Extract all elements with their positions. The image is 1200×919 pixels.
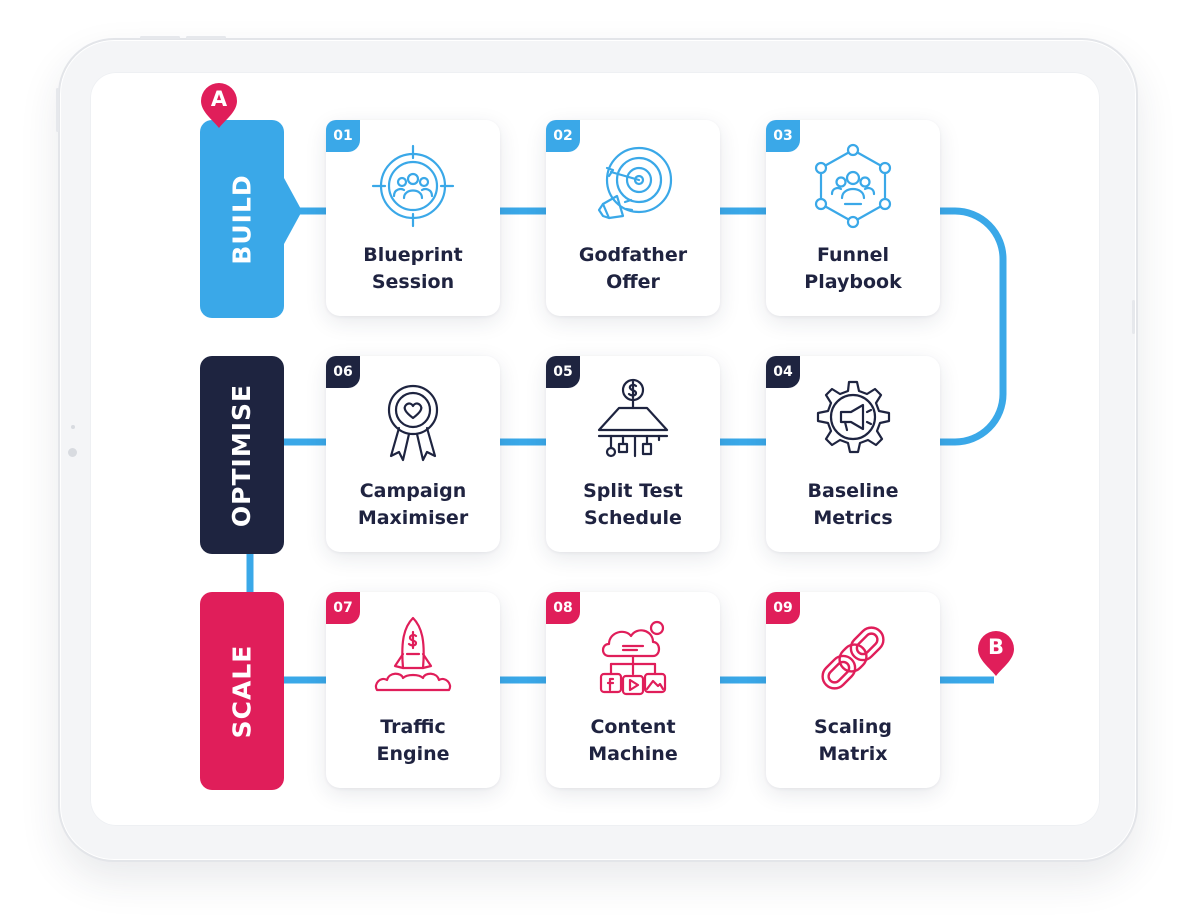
step-card-baseline-metrics: 04 Baseline Metrics xyxy=(766,356,940,552)
step-number-badge: 07 xyxy=(326,592,360,624)
step-label-line1: Blueprint xyxy=(363,244,463,266)
dollar-split-icon xyxy=(597,378,669,458)
step-label: Godfather Offer xyxy=(546,242,720,296)
step-label-line2: Session xyxy=(371,271,455,293)
gear-megaphone-icon xyxy=(816,380,891,454)
end-pin-b: B xyxy=(976,630,1016,678)
step-card-funnel-playbook: 03 Funnel Playbook xyxy=(766,120,940,316)
step-card-campaign-maximiser: 06 Campaign Maximiser xyxy=(326,356,500,552)
step-number-badge: 04 xyxy=(766,356,800,388)
step-label-line1: Traffic xyxy=(380,716,446,738)
step-label-line2: Engine xyxy=(376,743,450,765)
phase-scale-label: SCALE xyxy=(227,644,257,738)
step-label-line2: Playbook xyxy=(804,271,902,293)
tablet-sensor xyxy=(71,425,75,429)
rocket-icon xyxy=(374,616,452,692)
tablet-top-button xyxy=(186,36,226,39)
tablet-side-button xyxy=(1132,300,1135,334)
step-label: Funnel Playbook xyxy=(766,242,940,296)
step-label-line2: Machine xyxy=(588,743,678,765)
start-pin-a: A xyxy=(199,82,239,130)
target-team-icon xyxy=(371,144,455,228)
tablet-top-button xyxy=(140,36,180,39)
step-number-badge: 06 xyxy=(326,356,360,388)
step-label-line2: Matrix xyxy=(818,743,888,765)
step-label: Content Machine xyxy=(546,714,720,768)
tablet-camera xyxy=(68,448,77,457)
phase-build: BUILD xyxy=(200,120,284,318)
phase-scale: SCALE xyxy=(200,592,284,790)
step-label: Baseline Metrics xyxy=(766,478,940,532)
step-number-badge: 05 xyxy=(546,356,580,388)
phase-build-label: BUILD xyxy=(227,173,257,265)
step-label-line1: Godfather xyxy=(578,244,688,266)
step-number-badge: 03 xyxy=(766,120,800,152)
chain-link-icon xyxy=(821,626,885,690)
start-pin-label: A xyxy=(210,87,228,111)
cloud-content-icon xyxy=(599,620,667,696)
network-team-icon xyxy=(814,143,892,229)
step-card-traffic-engine: 07 Traffic Engine xyxy=(326,592,500,788)
step-card-blueprint-session: 01 Blueprint Session xyxy=(326,120,500,316)
step-label: Blueprint Session xyxy=(326,242,500,296)
award-badge-icon xyxy=(387,384,439,462)
step-label-line1: Funnel xyxy=(816,244,889,266)
phase-optimise-label: OPTIMISE xyxy=(227,383,257,527)
step-label: Split Test Schedule xyxy=(546,478,720,532)
step-number-badge: 09 xyxy=(766,592,800,624)
step-label-line1: Content xyxy=(590,716,676,738)
step-number-badge: 02 xyxy=(546,120,580,152)
step-label-line1: Baseline xyxy=(807,480,899,502)
step-label: Traffic Engine xyxy=(326,714,500,768)
step-card-split-test-schedule: 05 Split Test Schedule xyxy=(546,356,720,552)
step-number-badge: 08 xyxy=(546,592,580,624)
step-label: Campaign Maximiser xyxy=(326,478,500,532)
step-label-line2: Maximiser xyxy=(357,507,469,529)
map-pin-icon xyxy=(978,631,1014,676)
target-megaphone-icon xyxy=(597,146,673,220)
step-label-line1: Split Test xyxy=(583,480,683,502)
step-label-line2: Metrics xyxy=(813,507,893,529)
step-label-line2: Offer xyxy=(606,271,660,293)
tablet-side-button xyxy=(56,88,59,132)
step-card-godfather-offer: 02 Godfather Offer xyxy=(546,120,720,316)
phase-optimise: OPTIMISE xyxy=(200,356,284,554)
step-label: Scaling Matrix xyxy=(766,714,940,768)
step-card-scaling-matrix: 09 Scaling Matrix xyxy=(766,592,940,788)
step-label-line1: Scaling xyxy=(814,716,892,738)
end-pin-label: B xyxy=(987,635,1004,659)
map-pin-icon xyxy=(201,83,237,128)
step-label-line1: Campaign xyxy=(359,480,467,502)
step-number-badge: 01 xyxy=(326,120,360,152)
step-card-content-machine: 08 Content Machine xyxy=(546,592,720,788)
step-label-line2: Schedule xyxy=(584,507,682,529)
